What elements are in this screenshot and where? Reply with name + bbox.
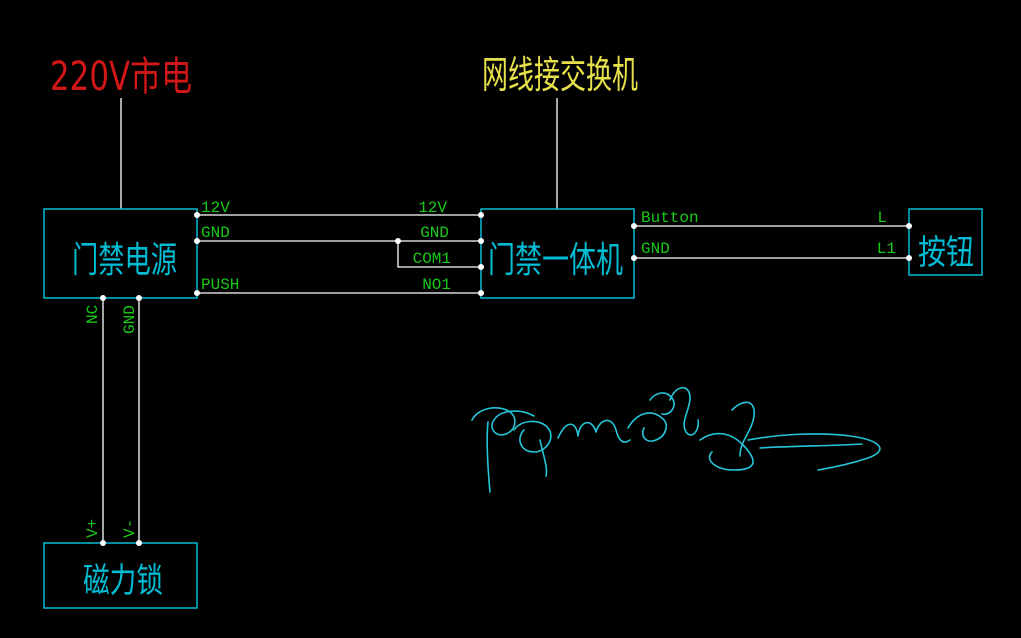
controller-button-label: Button: [641, 209, 699, 227]
power-supply-label: 门禁电源: [72, 240, 177, 281]
signature-stroke: [699, 432, 754, 471]
signature-stroke: [513, 420, 552, 453]
psu-gnd-label: GND: [201, 224, 230, 242]
dot: [631, 223, 637, 229]
dot: [100, 540, 106, 546]
dot: [136, 540, 142, 546]
wire-gnd-to-com1: [397, 241, 481, 268]
button-l-label: L: [877, 209, 887, 227]
lock-vplus-label: V+: [84, 519, 102, 538]
dot: [631, 255, 637, 261]
dot: [194, 238, 200, 244]
dot: [136, 295, 142, 301]
controller-com1-label: COM1: [413, 250, 451, 268]
psu-push-label: PUSH: [201, 276, 239, 294]
wires-psu-maglock: [102, 298, 140, 543]
controller-label: 门禁一体机: [488, 240, 623, 281]
dot: [100, 295, 106, 301]
dot: [478, 290, 484, 296]
signature-stroke: [731, 401, 755, 457]
button-box: [908, 208, 983, 276]
signature-stroke: [759, 443, 863, 449]
network-switch-label: 网线接交换机: [482, 53, 638, 97]
maglock-box: [43, 542, 198, 609]
controller-box: [480, 208, 635, 299]
wires-controller-button: [634, 225, 909, 259]
psu-gnd-bottom-label: GND: [121, 305, 139, 334]
signature-stroke: [486, 421, 491, 493]
controller-gnd-label: GND: [420, 224, 449, 242]
dot: [906, 255, 912, 261]
signature-stroke: [627, 412, 668, 442]
dot: [478, 264, 484, 270]
signature-stroke: [539, 439, 548, 477]
dot: [906, 223, 912, 229]
power-supply-box: [43, 208, 198, 299]
wires-psu-controller: [197, 214, 481, 294]
button-l1-label: L1: [877, 240, 896, 258]
mains-power-label: 220V市电: [50, 54, 192, 100]
dot: [478, 238, 484, 244]
dot: [194, 212, 200, 218]
maglock-label: 磁力锁: [83, 561, 163, 601]
psu-12v-label: 12V: [201, 199, 230, 217]
controller-12v-label: 12V: [418, 199, 447, 217]
signature-graphic: [471, 386, 881, 493]
button-label: 按钮: [918, 233, 974, 273]
dot: [478, 212, 484, 218]
psu-nc-label: NC: [84, 305, 102, 324]
controller-no1-label: NO1: [422, 276, 451, 294]
signature-stroke: [747, 433, 881, 471]
signature-stroke: [669, 386, 700, 436]
connection-dots: [100, 212, 912, 546]
lock-vminus-label: V-: [121, 519, 139, 538]
signature-stroke: [557, 419, 631, 443]
dot: [194, 290, 200, 296]
dot: [395, 238, 401, 244]
signature-stroke: [649, 392, 675, 416]
signature-stroke: [471, 407, 535, 436]
controller-gnd2-label: GND: [641, 240, 670, 258]
